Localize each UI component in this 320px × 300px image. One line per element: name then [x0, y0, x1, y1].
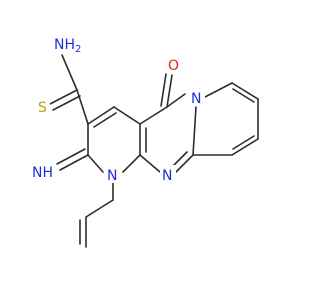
- bond-ring-a4: [122, 154, 141, 173]
- bond-c-s-2: [52, 95, 81, 111]
- bond-ring-a5: [87, 154, 104, 173]
- bond-allyl-2: [85, 199, 114, 218]
- bond-ring-b4: [192, 106, 197, 156]
- bond-ring-c1: [204, 82, 233, 98]
- bond-ring-b6: [139, 154, 161, 173]
- bond-ring-b3: [166, 74, 173, 108]
- bond-imine-2: [56, 148, 86, 165]
- bond-c-ring: [76, 89, 89, 125]
- atom-amine-nh2: NH2: [54, 37, 81, 55]
- atom-sulfur: S: [38, 100, 47, 116]
- atom-nitrogen-ring: N: [191, 91, 201, 107]
- bond-ring-c4: [231, 138, 259, 156]
- bond-ring-a1: [87, 106, 115, 125]
- molecule-diagram: NH2 S O N NH N N: [30, 35, 259, 248]
- bond-ring-b1: [139, 106, 168, 125]
- bond-ring-b5: [175, 154, 194, 173]
- atom-labels: NH2 S O N NH N N: [30, 35, 205, 184]
- atom-nitrogen-allyl: N: [107, 168, 117, 184]
- bond-group: [49, 54, 259, 248]
- bond-c-nh2: [61, 54, 78, 91]
- bond-ring-b5-inner: [171, 151, 188, 168]
- bond-ring-c4-inner: [232, 135, 255, 150]
- bond-ring-b3-inner: [160, 73, 167, 107]
- bond-imine-1: [59, 154, 89, 171]
- bond-ring-a1-inner: [93, 112, 117, 128]
- atom-imine-nh: NH: [32, 165, 53, 181]
- atom-nitrogen-bridge: N: [162, 168, 172, 184]
- molecule-structure: NH2 S O N NH N N: [30, 35, 259, 248]
- bond-ring-b2: [166, 93, 186, 108]
- bond-ring-c2-inner: [232, 88, 255, 103]
- bond-ring-a2: [113, 106, 141, 125]
- atom-oxygen: O: [168, 58, 179, 74]
- bond-ring-c2: [231, 82, 259, 100]
- bond-c-s-1: [49, 89, 78, 105]
